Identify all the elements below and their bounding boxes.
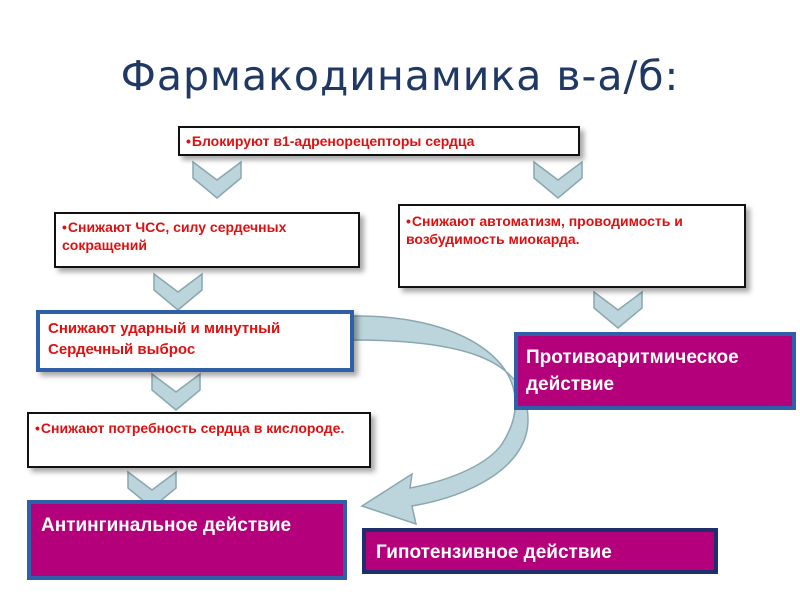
result-text: Гипотензивное действие <box>376 542 612 563</box>
result-text: Антингинальное действие <box>41 515 292 536</box>
box-cardiac-output: Снижают ударный и минутный Сердечный выб… <box>36 310 354 372</box>
box-text: Снижают ударный и минутный Сердечный выб… <box>48 320 281 358</box>
box-reduce-automatism: Снижают автоматизм, проводимость и возбу… <box>398 204 746 288</box>
box-text: Снижают потребность сердца в кислороде. <box>35 420 344 436</box>
page-title: Фармакодинамика в-а/б: <box>120 52 680 100</box>
result-antiarrhythmic: Противоаритмическое действие <box>514 332 796 410</box>
result-antianginal: Антингинальное действие <box>27 500 347 580</box>
chevron-down-icon <box>593 290 643 329</box>
chevron-down-icon <box>533 160 583 199</box>
box-block-receptors: Блокируют в1-адренорецепторы сердца <box>178 126 580 156</box>
box-text: Блокируют в1-адренорецепторы сердца <box>186 133 474 149</box>
chevron-down-icon <box>127 470 177 509</box>
chevron-down-icon <box>192 160 242 199</box>
box-oxygen-demand: Снижают потребность сердца в кислороде. <box>27 412 371 468</box>
result-hypotensive: Гипотензивное действие <box>362 528 718 574</box>
result-text: Противоаритмическое действие <box>526 347 739 395</box>
box-reduce-hr: Снижают ЧСС, силу сердечных сокращений <box>54 212 360 268</box>
chevron-down-icon <box>151 372 201 411</box>
box-text: Снижают автоматизм, проводимость и возбу… <box>406 213 683 247</box>
box-text: Снижают ЧСС, силу сердечных сокращений <box>62 219 286 253</box>
chevron-down-icon <box>153 272 203 311</box>
